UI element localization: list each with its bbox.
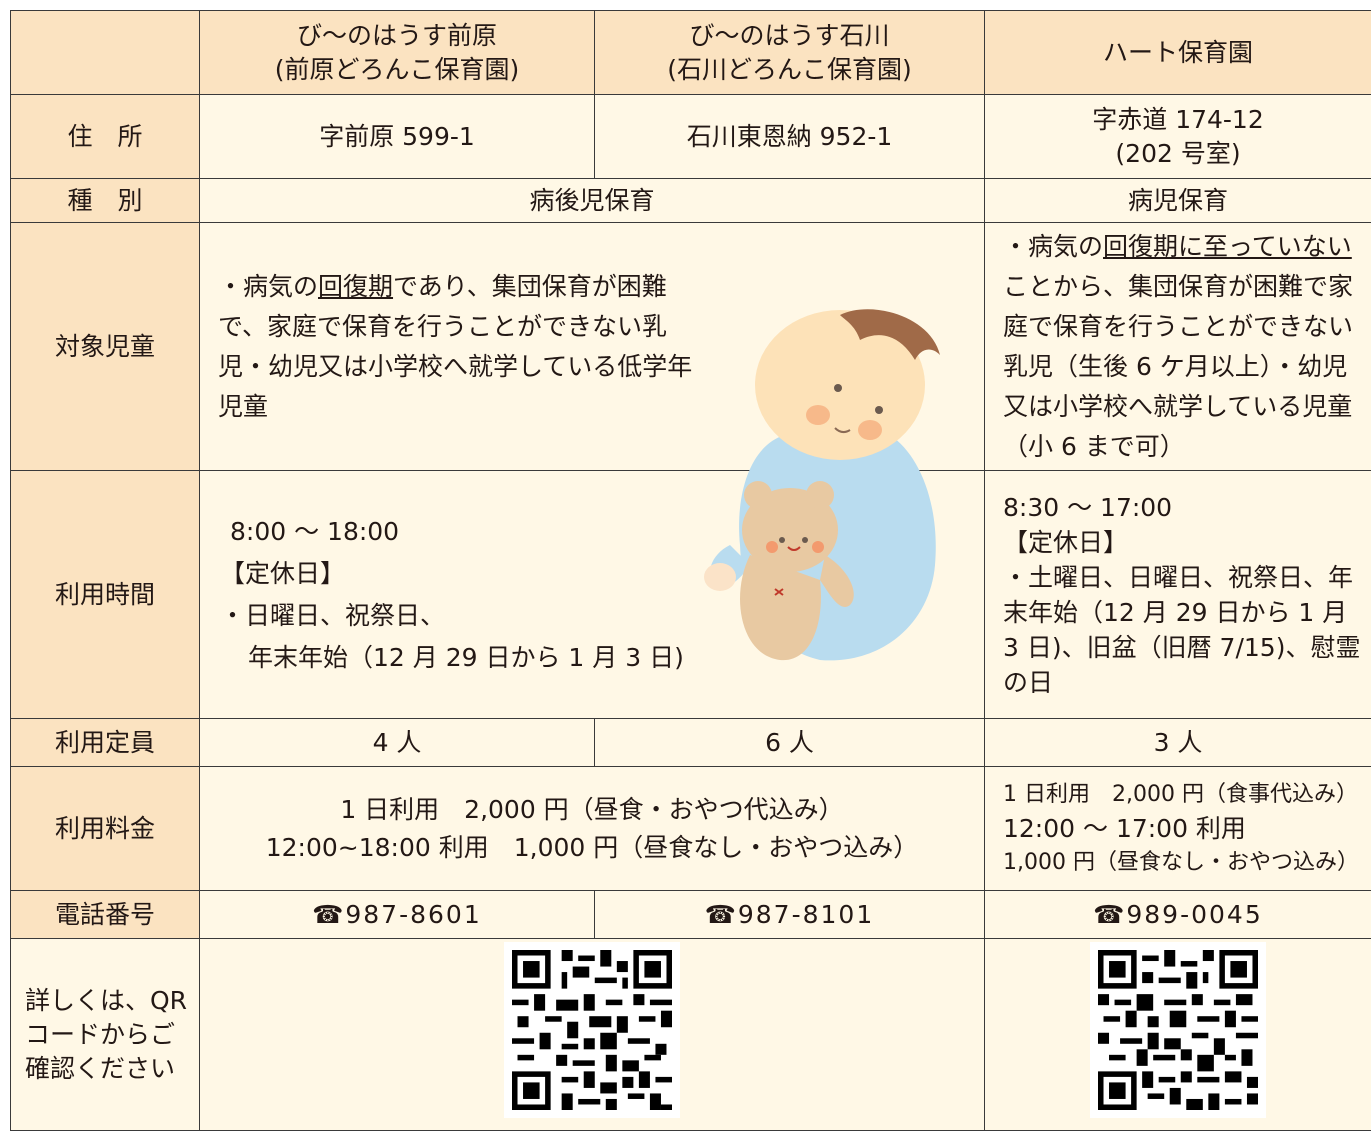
details-label: 詳しくは、QR コードからご確認ください [11,939,200,1131]
childcare-table: び〜のはうす前原 (前原どろんこ保育園) び〜のはうす石川 (石川どろんこ保育園… [10,10,1371,1131]
fee-heart-half-time: 12:00 ～ 17:00 利用 [1003,812,1371,846]
hours-holiday-title: 【定休日】 [220,553,984,595]
phone-heart: ☎989-0045 [985,891,1371,939]
fee-half-day: 12:00~18:00 利用 1,000 円（昼食なし・おやつ込み） [200,829,984,867]
phone-row: 電話番号 ☎987-8601 ☎987-8101 ☎989-0045 [11,891,1371,939]
target-text-underlined: 回復期 [318,272,393,301]
fee-maehara-ishikawa: 1 日利用 2,000 円（昼食・おやつ代込み） 12:00~18:00 利用 … [200,767,985,891]
capacity-label: 利用定員 [11,719,200,767]
fee-label: 利用料金 [11,767,200,891]
header-row: び〜のはうす前原 (前原どろんこ保育園) び〜のはうす石川 (石川どろんこ保育園… [11,11,1371,95]
capacity-heart: 3 人 [985,719,1371,767]
qr-heart [985,939,1371,1131]
address-row: 住 所 字前原 599-1 石川東恩納 952-1 字赤道 174-12 (20… [11,95,1371,179]
target-heart: ・病気の回復期に至っていないことから、集団保育が困難で家庭で保育を行うことができ… [985,223,1371,471]
target-heart-body: ことから、集団保育が困難で家庭で保育を行うことができない乳児（生後 6 ケ月以上… [1003,272,1353,461]
address-ishikawa: 石川東恩納 952-1 [595,95,985,179]
type-heart: 病児保育 [985,179,1371,223]
qr-code-icon[interactable] [504,942,680,1118]
hours-row: 利用時間 8:00 ～ 18:00 【定休日】 ・日曜日、祝祭日、 年末年始（1… [11,471,1371,719]
hours-heart-holiday-title: 【定休日】 [1003,525,1361,560]
fee-heart-full-day: 1 日利用 2,000 円（食事代込み） [1003,778,1371,812]
header-maehara: び〜のはうす前原 (前原どろんこ保育園) [200,11,595,95]
target-heart-underlined: 回復期に至っていない [1103,232,1352,261]
capacity-maehara: 4 人 [200,719,595,767]
address-heart-line1: 字赤道 174-12 [985,103,1371,137]
qr-maehara-ishikawa [200,939,985,1131]
target-label: 対象児童 [11,223,200,471]
details-row: 詳しくは、QR コードからご確認ください [11,939,1371,1131]
header-ishikawa: び〜のはうす石川 (石川どろんこ保育園) [595,11,985,95]
hours-holiday-line2: 年末年始（12 月 29 日から 1 月 3 日) [220,637,984,679]
target-maehara-ishikawa-text: ・病気の回復期であり、集団保育が困難で、家庭で保育を行うことができない乳児・幼児… [218,267,698,427]
header-maehara-sub: (前原どろんこ保育園) [200,53,594,87]
header-maehara-name: び〜のはうす前原 [200,19,594,53]
fee-full-day: 1 日利用 2,000 円（昼食・おやつ代込み） [200,791,984,829]
hours-holiday-line1: ・日曜日、祝祭日、 [220,595,984,637]
type-label: 種 別 [11,179,200,223]
phone-maehara: ☎987-8601 [200,891,595,939]
header-ishikawa-name: び〜のはうす石川 [595,19,984,53]
capacity-row: 利用定員 4 人 6 人 3 人 [11,719,1371,767]
type-row: 種 別 病後児保育 病児保育 [11,179,1371,223]
address-maehara: 字前原 599-1 [200,95,595,179]
header-corner [11,11,200,95]
qr-code-icon[interactable] [1090,942,1266,1118]
hours-maehara-ishikawa: 8:00 ～ 18:00 【定休日】 ・日曜日、祝祭日、 年末年始（12 月 2… [200,471,985,719]
qr-code-heart [1098,950,1258,1110]
target-maehara-ishikawa: ・病気の回復期であり、集団保育が困難で、家庭で保育を行うことができない乳児・幼児… [200,223,985,471]
header-ishikawa-sub: (石川どろんこ保育園) [595,53,984,87]
fee-row: 利用料金 1 日利用 2,000 円（昼食・おやつ代込み） 12:00~18:0… [11,767,1371,891]
hours-heart: 8:30 ～ 17:00 【定休日】 ・土曜日、日曜日、祝祭日、年末年始（12 … [985,471,1371,719]
fee-heart: 1 日利用 2,000 円（食事代込み） 12:00 ～ 17:00 利用 1,… [985,767,1371,891]
hours-time: 8:00 ～ 18:00 [220,511,984,553]
fee-heart-half-price: 1,000 円（昼食なし・おやつ込み） [1003,846,1371,880]
address-heart-line2: (202 号室) [985,137,1371,171]
qr-code-maehara-ishikawa [512,950,672,1110]
type-maehara-ishikawa: 病後児保育 [200,179,985,223]
target-text-prefix: ・病気の [218,272,318,301]
address-label: 住 所 [11,95,200,179]
address-heart: 字赤道 174-12 (202 号室) [985,95,1371,179]
hours-heart-time: 8:30 ～ 17:00 [1003,490,1361,525]
target-heart-prefix: ・病気の [1003,232,1103,261]
capacity-ishikawa: 6 人 [595,719,985,767]
target-row: 対象児童 ・病気の回復期であり、集団保育が困難で、家庭で保育を行うことができない… [11,223,1371,471]
hours-heart-holiday-text: ・土曜日、日曜日、祝祭日、年末年始（12 月 29 日から 1 月 3 日)、旧… [1003,560,1361,700]
target-heart-text: ・病気の回復期に至っていないことから、集団保育が困難で家庭で保育を行うことができ… [1003,227,1361,467]
phone-ishikawa: ☎987-8101 [595,891,985,939]
header-heart: ハート保育園 [985,11,1371,95]
hours-label: 利用時間 [11,471,200,719]
phone-label: 電話番号 [11,891,200,939]
